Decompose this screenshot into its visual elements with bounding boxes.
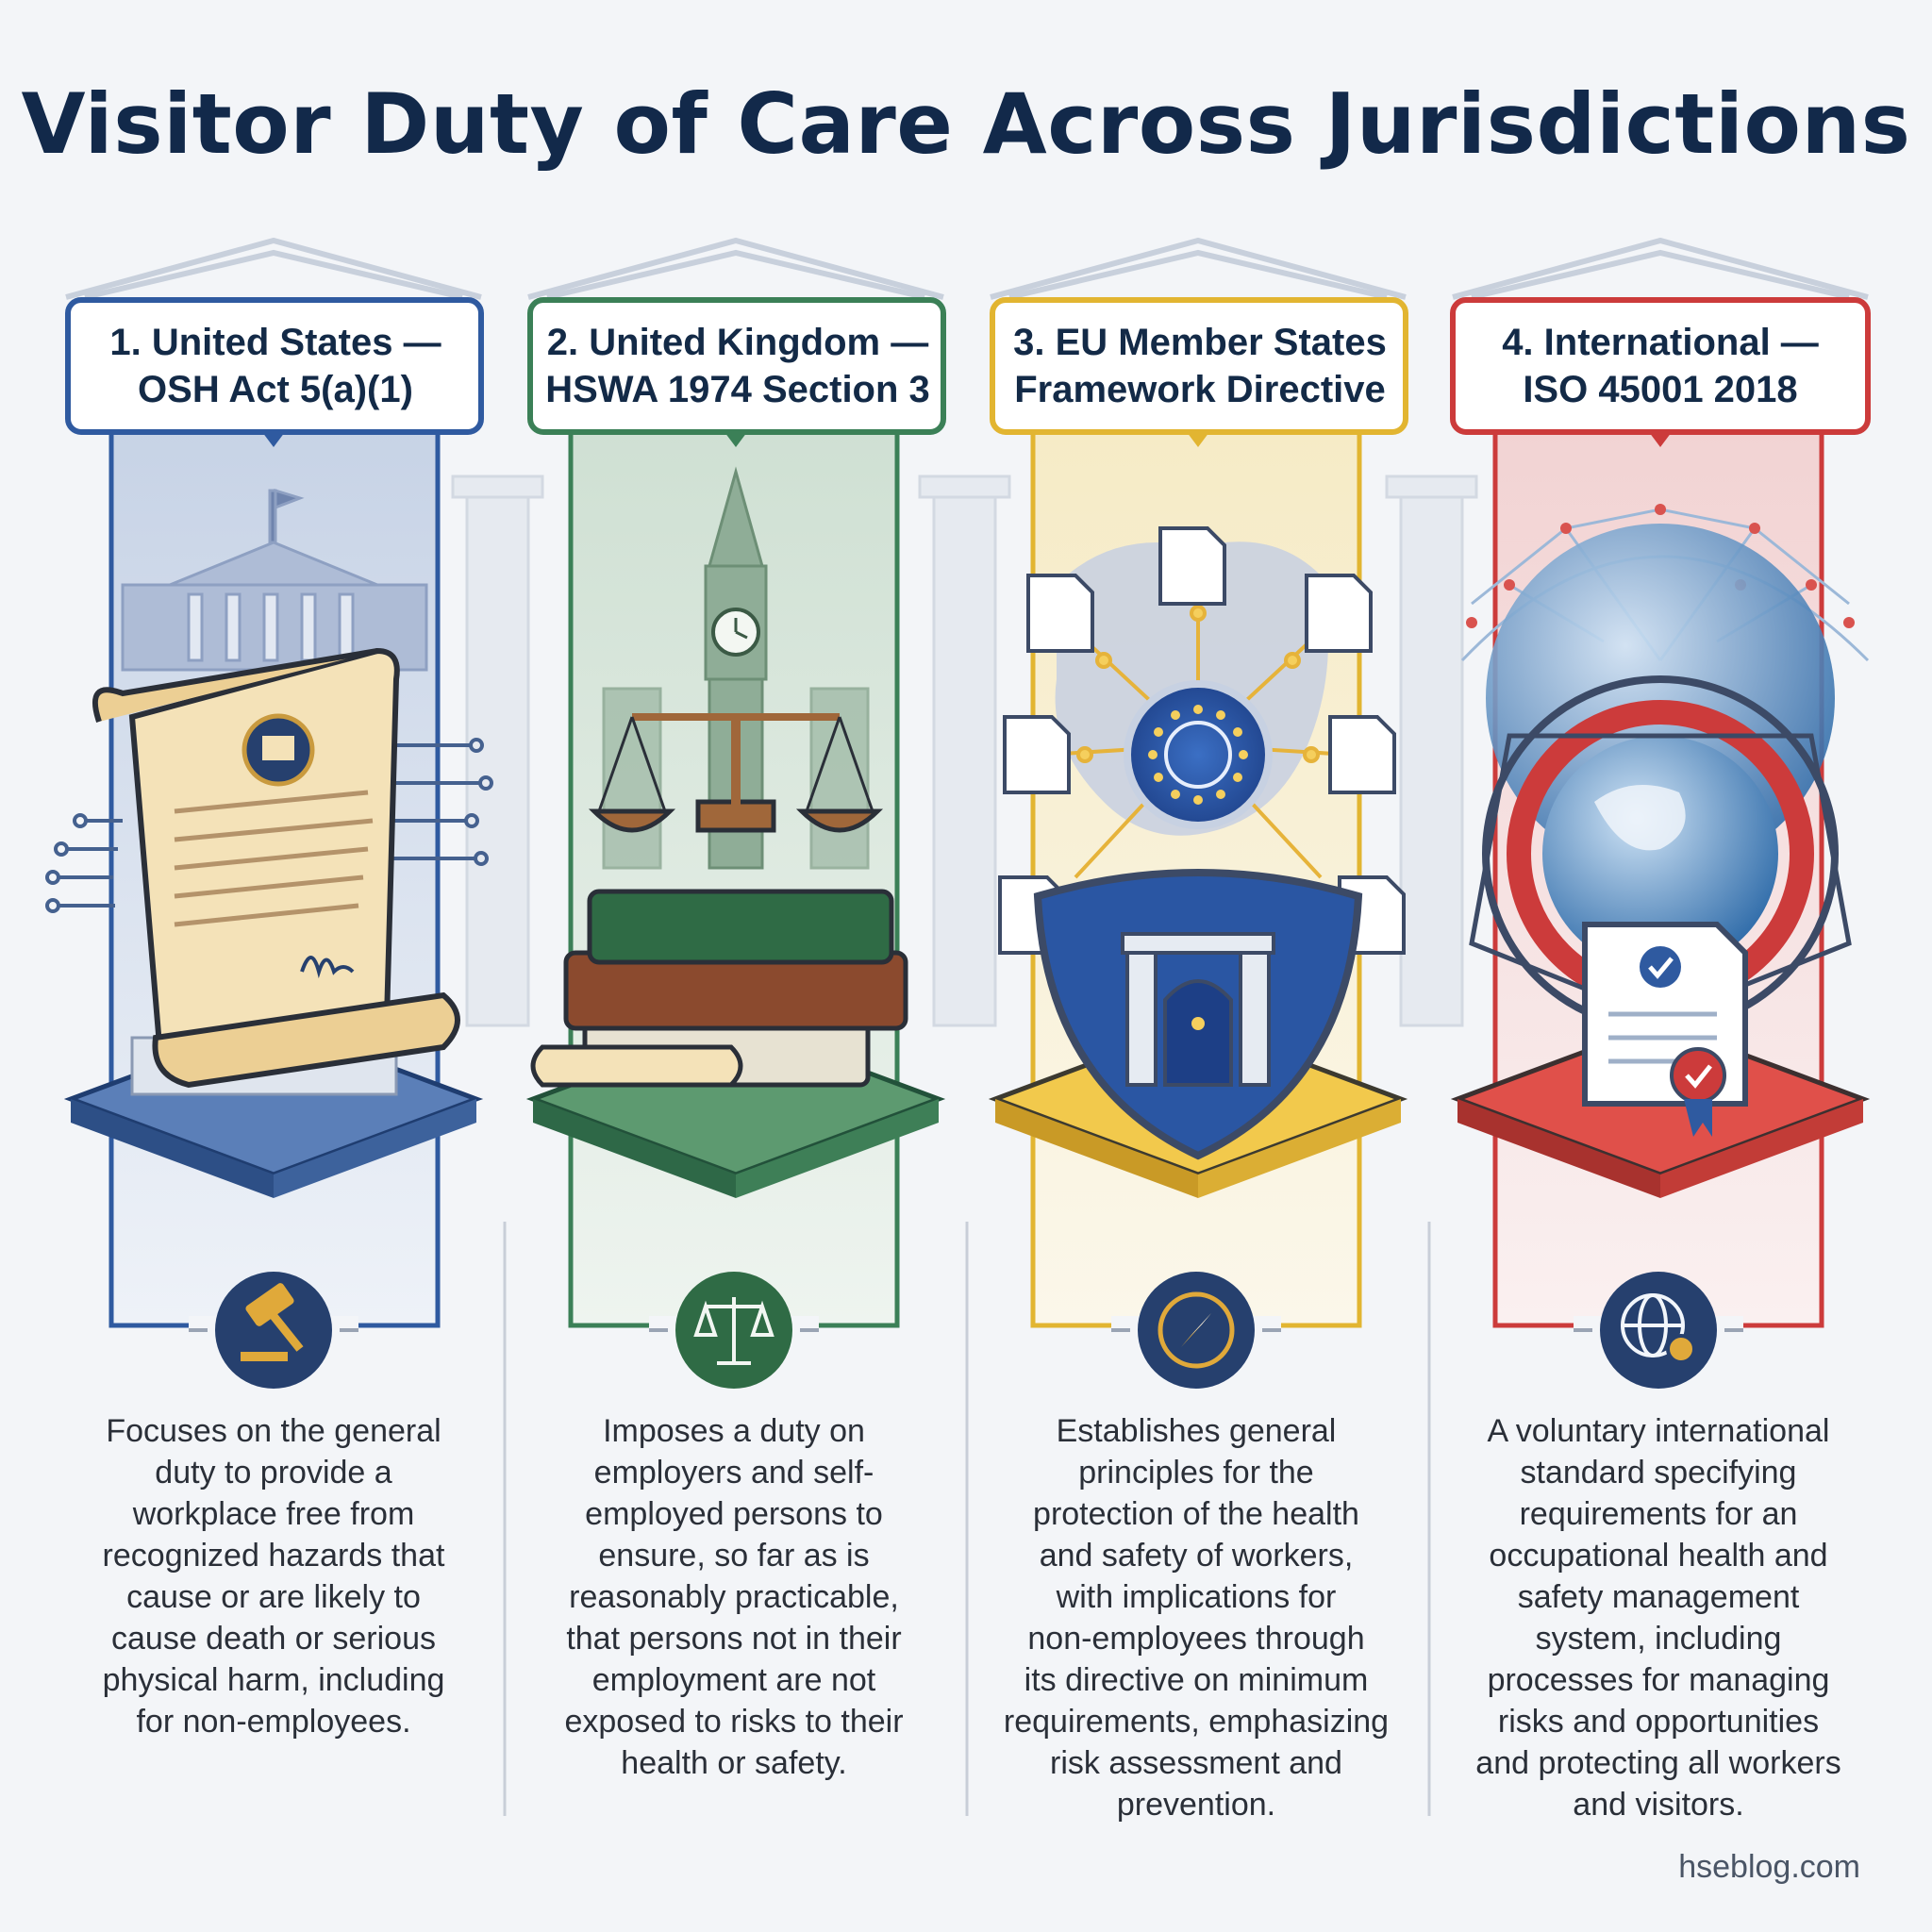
description-line: Focuses on the general bbox=[106, 1413, 441, 1449]
description-line: duty to provide a bbox=[155, 1455, 392, 1491]
column-title-eu: 3. EU Member States Framework Directive bbox=[992, 300, 1407, 432]
title-box-4 bbox=[1450, 297, 1871, 447]
description-line: risk assessment and bbox=[1050, 1745, 1342, 1781]
description-line: and protecting all workers bbox=[1475, 1745, 1841, 1781]
description-line: ensure, so far as is bbox=[598, 1538, 870, 1574]
title-line: 4. International — bbox=[1502, 322, 1819, 363]
source-credit: hseblog.com bbox=[1678, 1849, 1860, 1885]
description-line: principles for the bbox=[1078, 1455, 1314, 1491]
description-line: cause or are likely to bbox=[126, 1579, 421, 1615]
title-line: Framework Directive bbox=[1014, 369, 1386, 410]
description-line: non-employees through bbox=[1027, 1621, 1365, 1657]
column-dividers bbox=[503, 1222, 1431, 1816]
title-line: 3. EU Member States bbox=[1013, 322, 1387, 363]
scales-icon bbox=[675, 1272, 792, 1389]
description-line: processes for managing bbox=[1487, 1662, 1830, 1698]
globe-gear-icon bbox=[1600, 1272, 1717, 1389]
globe-certificate-icon bbox=[1582, 922, 1748, 1137]
description-line: its directive on minimum bbox=[1024, 1662, 1369, 1698]
description-line: health or safety. bbox=[621, 1745, 847, 1781]
description-line: recognized hazards that bbox=[102, 1538, 445, 1574]
pediment-1 bbox=[65, 237, 482, 300]
pediment-4 bbox=[1452, 237, 1869, 300]
description-line: for non-employees. bbox=[136, 1704, 411, 1740]
description-line: reasonably practicable, bbox=[569, 1579, 899, 1615]
description-line: safety management bbox=[1517, 1579, 1800, 1615]
description-uk: Imposes a duty on employers and self- em… bbox=[522, 1410, 946, 1784]
description-line: occupational health and bbox=[1489, 1538, 1828, 1574]
compass-icon bbox=[1138, 1272, 1255, 1389]
globe-icon bbox=[1469, 524, 1852, 1032]
description-international: A voluntary international standard speci… bbox=[1446, 1410, 1871, 1825]
gavel-icon bbox=[215, 1272, 332, 1389]
description-line: and visitors. bbox=[1573, 1787, 1744, 1823]
description-line: physical harm, including bbox=[102, 1662, 445, 1698]
description-line: protection of the health bbox=[1033, 1496, 1359, 1532]
description-line: requirements, emphasizing bbox=[1003, 1704, 1390, 1740]
title-line: HSWA 1974 Section 3 bbox=[545, 369, 930, 410]
description-line: and safety of workers, bbox=[1039, 1538, 1354, 1574]
description-line: workplace free from bbox=[132, 1496, 415, 1532]
column-title-us: 1. United States — OSH Act 5(a)(1) bbox=[68, 300, 483, 432]
description-line: standard specifying bbox=[1520, 1455, 1797, 1491]
description-line: employed persons to bbox=[585, 1496, 883, 1532]
description-line: that persons not in their bbox=[566, 1621, 902, 1657]
scroll-document-icon bbox=[92, 647, 460, 1089]
description-line: prevention. bbox=[1116, 1787, 1276, 1823]
circuit-lines-icon bbox=[45, 738, 493, 913]
description-line: system, including bbox=[1535, 1621, 1782, 1657]
scales-on-books-icon bbox=[530, 713, 908, 1088]
column-title-international: 4. International — ISO 45001 2018 bbox=[1453, 300, 1868, 432]
title-line: ISO 45001 2018 bbox=[1523, 369, 1798, 410]
description-line: Establishes general bbox=[1056, 1413, 1337, 1449]
title-line: 1. United States — bbox=[109, 322, 441, 363]
title-line: 2. United Kingdom — bbox=[546, 322, 929, 363]
description-line: A voluntary international bbox=[1487, 1413, 1830, 1449]
shield-arch-icon bbox=[1033, 869, 1363, 1160]
title-box-1 bbox=[65, 297, 484, 447]
capitol-building-icon bbox=[121, 488, 428, 672]
background-pillars bbox=[451, 475, 1478, 1027]
description-line: requirements for an bbox=[1519, 1496, 1798, 1532]
description-line: with implications for bbox=[1056, 1579, 1337, 1615]
description-line: risks and opportunities bbox=[1497, 1704, 1820, 1740]
description-line: cause death or serious bbox=[111, 1621, 436, 1657]
title-line: OSH Act 5(a)(1) bbox=[138, 369, 413, 410]
page-title: Visitor Duty of Care Across Jurisdiction… bbox=[21, 75, 1911, 173]
pediment-3 bbox=[990, 237, 1407, 300]
title-box-2 bbox=[527, 297, 946, 447]
description-us: Focuses on the general duty to provide a… bbox=[61, 1410, 486, 1742]
description-line: employment are not bbox=[591, 1662, 876, 1698]
pediment-2 bbox=[527, 237, 944, 300]
description-line: exposed to risks to their bbox=[564, 1704, 904, 1740]
description-line: employers and self- bbox=[593, 1455, 874, 1491]
big-ben-tower-icon bbox=[602, 466, 870, 870]
eu-flag-emblem-icon bbox=[1124, 680, 1273, 829]
column-title-uk: 2. United Kingdom — HSWA 1974 Section 3 bbox=[530, 300, 945, 432]
title-box-3 bbox=[990, 297, 1408, 447]
description-eu: Establishes general principles for the p… bbox=[984, 1410, 1408, 1825]
description-line: Imposes a duty on bbox=[603, 1413, 865, 1449]
